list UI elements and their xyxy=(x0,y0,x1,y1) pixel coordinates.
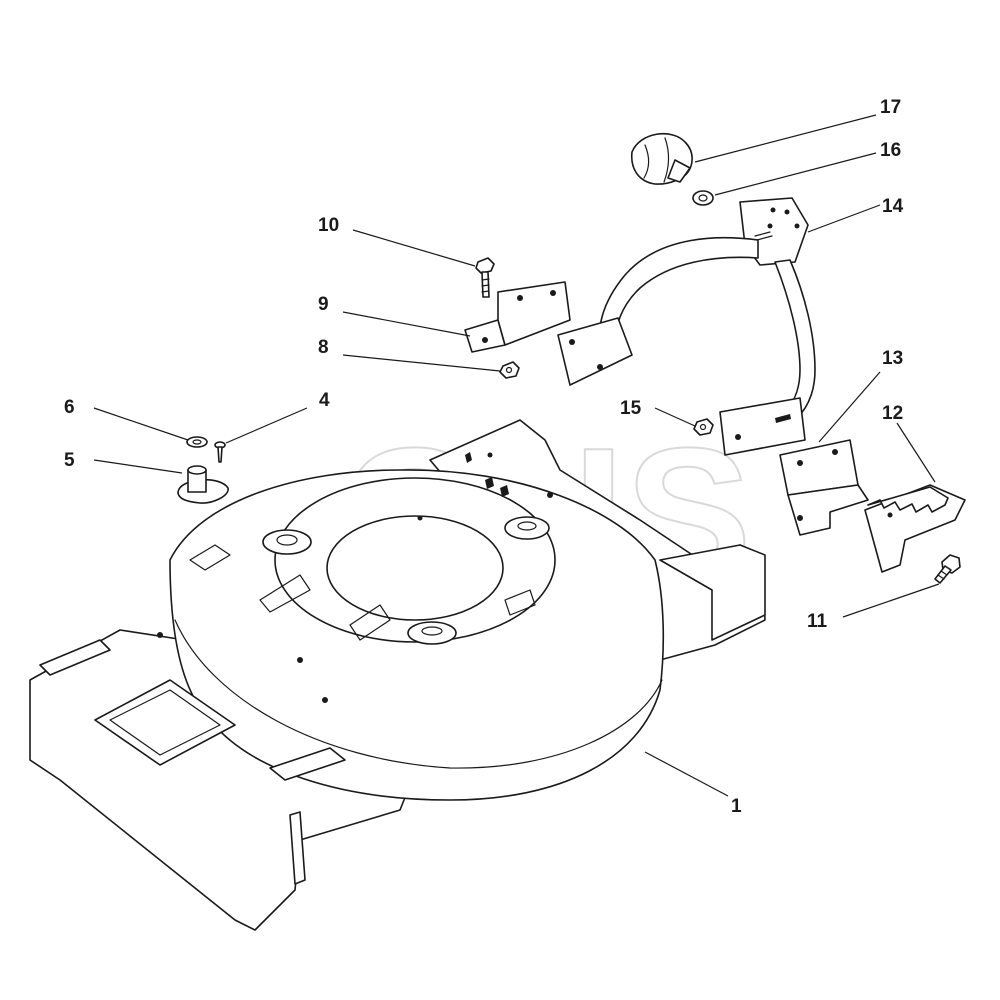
callout-8: 8 xyxy=(318,337,329,358)
part-11-bolt xyxy=(934,554,961,584)
part-12-height-plate xyxy=(864,484,966,573)
callout-4: 4 xyxy=(319,390,330,411)
callout-12: 12 xyxy=(882,403,903,424)
part-4-screw xyxy=(214,441,226,463)
callout-13: 13 xyxy=(882,348,903,369)
part-5-pivot-bushing xyxy=(177,465,229,504)
callout-11: 11 xyxy=(807,611,828,632)
callout-6: 6 xyxy=(64,397,75,418)
part-9-bracket xyxy=(464,281,571,353)
callout-labels: 1 4 5 6 8 9 10 11 12 13 14 15 16 17 xyxy=(64,97,904,817)
part-17-star-knob xyxy=(630,133,693,185)
part-16-washer xyxy=(692,190,714,206)
callout-15: 15 xyxy=(620,398,642,419)
part-14-height-handle xyxy=(557,197,816,456)
part-15-nut xyxy=(693,418,714,436)
callout-9: 9 xyxy=(318,294,329,315)
callout-10: 10 xyxy=(318,215,339,236)
leader-lines xyxy=(93,114,940,797)
callout-1: 1 xyxy=(731,796,742,817)
part-10-bolt xyxy=(475,257,495,298)
callout-16: 16 xyxy=(880,140,901,161)
part-13-side-bracket xyxy=(779,439,869,536)
callout-5: 5 xyxy=(64,450,75,471)
part-6-washer xyxy=(186,436,208,448)
callout-17: 17 xyxy=(880,97,901,118)
callout-14: 14 xyxy=(882,196,904,217)
part-1-mower-deck xyxy=(29,419,766,931)
part-8-nut xyxy=(499,361,520,379)
